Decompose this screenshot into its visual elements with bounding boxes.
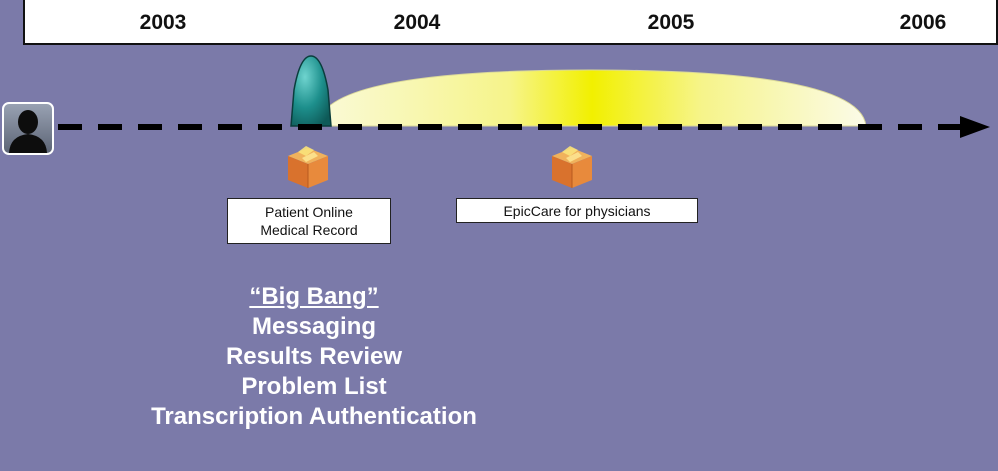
- package-box-icon: [288, 146, 328, 188]
- year-header-bar: 2003 2004 2005 2006: [23, 0, 998, 45]
- year-label-2006: 2006: [899, 11, 947, 34]
- timeline-arrowhead: [960, 116, 990, 138]
- milestone-label-line: Patient Online: [265, 204, 353, 220]
- feature-item: Problem List: [241, 373, 387, 400]
- feature-item: Results Review: [225, 343, 403, 370]
- milestone-label-line: Medical Record: [260, 222, 358, 238]
- feature-item: Messaging: [251, 313, 377, 340]
- year-label-2003: 2003: [139, 11, 187, 34]
- adoption-arc: [317, 69, 867, 127]
- year-label-2004: 2004: [393, 11, 441, 34]
- milestone-label-patient-online: Patient Online Medical Record: [227, 198, 391, 244]
- big-bang-dome: [290, 55, 332, 127]
- big-bang-heading: “Big Bang”: [249, 283, 379, 310]
- big-bang-feature-list: “Big Bang” Messaging Results Review Prob…: [109, 282, 519, 432]
- milestone-label-line: EpicCare for physicians: [503, 203, 651, 219]
- milestone-label-epiccare: EpicCare for physicians: [456, 198, 698, 223]
- package-box-icon: [552, 146, 592, 188]
- user-silhouette-icon: [2, 102, 54, 155]
- year-label-2005: 2005: [647, 11, 695, 34]
- feature-item: Transcription Authentication: [151, 403, 477, 430]
